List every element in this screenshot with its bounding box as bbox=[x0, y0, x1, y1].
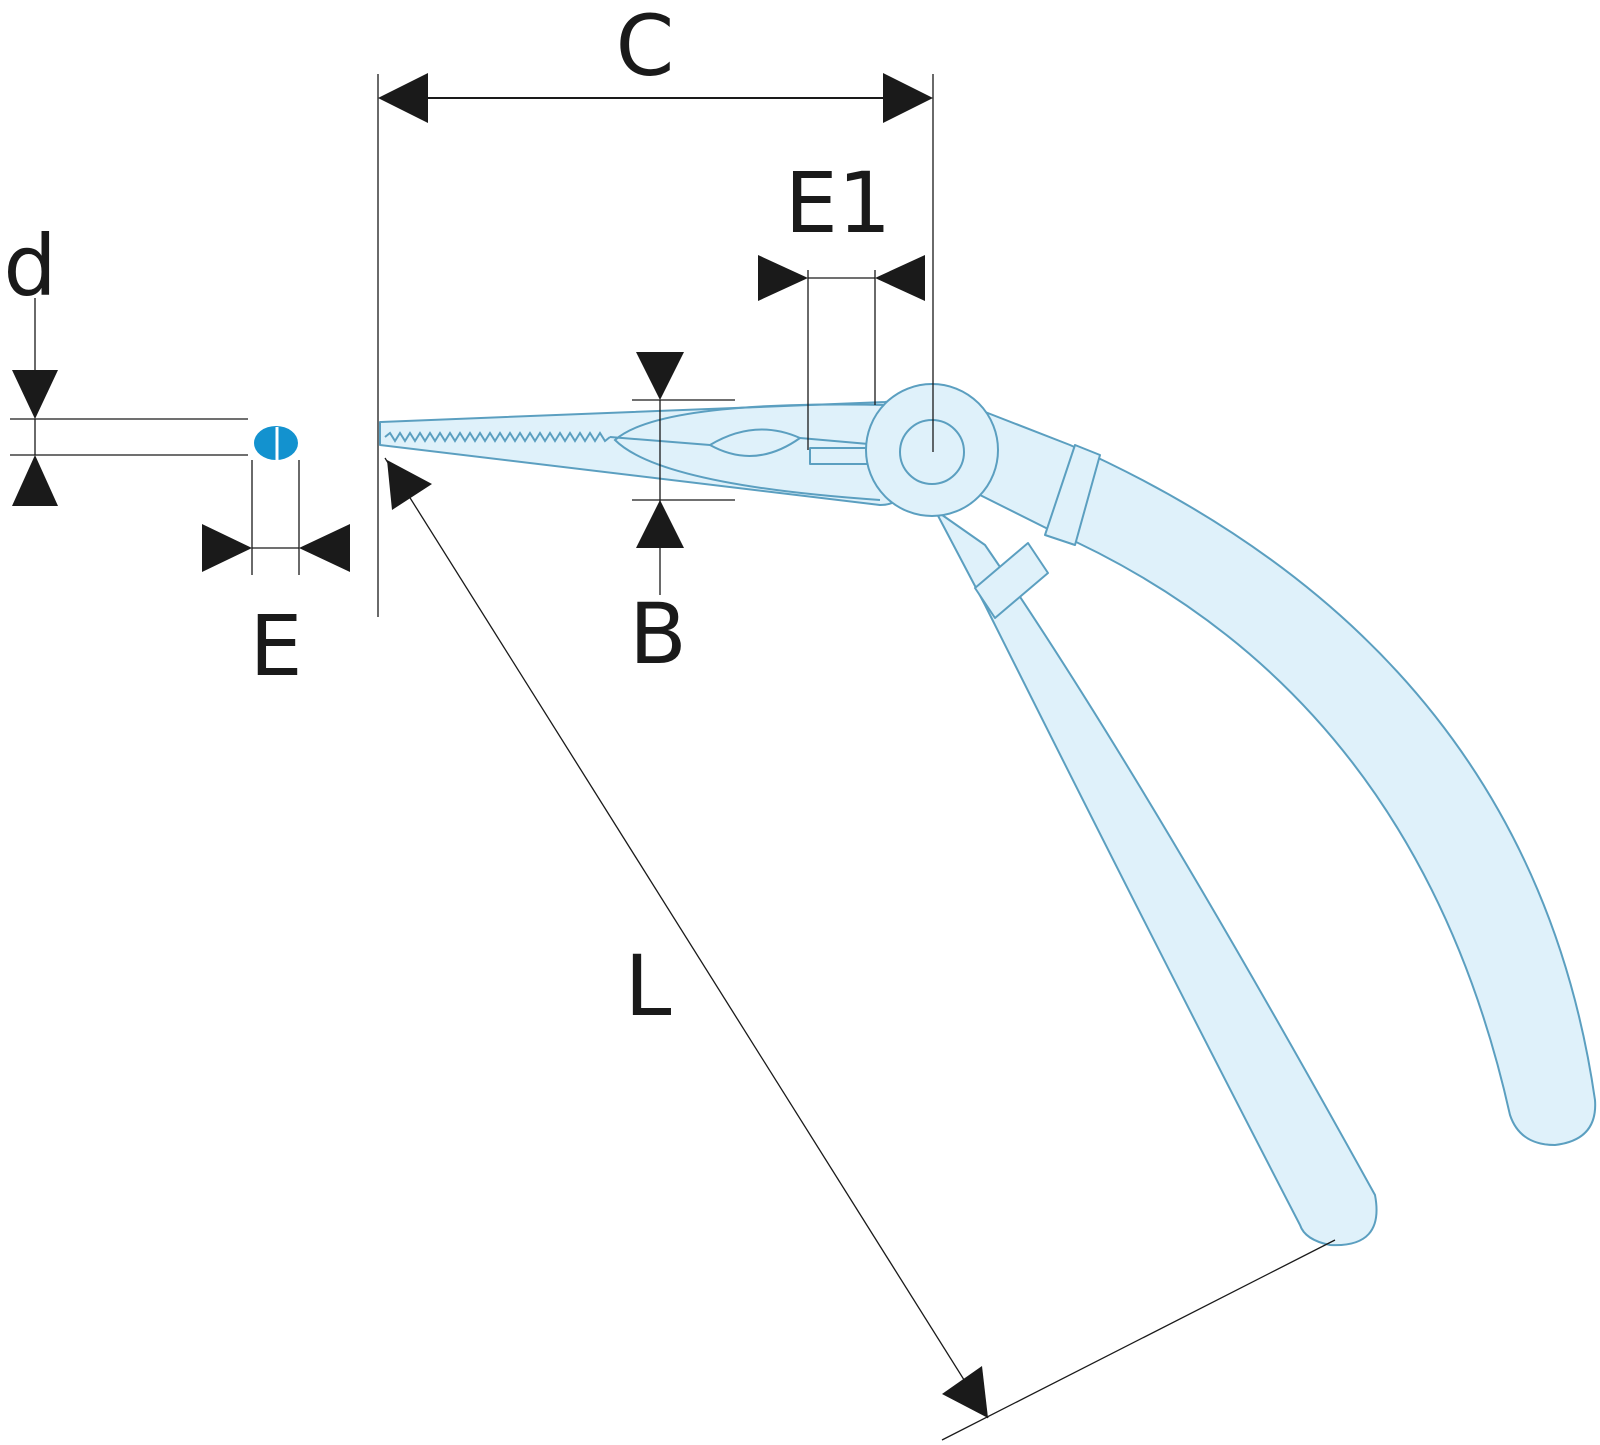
e1-arrow-left bbox=[758, 255, 808, 301]
dimension-b: B bbox=[629, 352, 735, 683]
label-e: E bbox=[249, 597, 302, 695]
tip-cross-section bbox=[254, 426, 298, 460]
e1-arrow-right bbox=[875, 255, 925, 301]
jaw-oval-grip bbox=[707, 428, 803, 457]
c-arrow-right bbox=[883, 73, 933, 123]
jaw-inner-outline bbox=[613, 403, 891, 501]
d-arrow-down bbox=[12, 370, 58, 419]
lower-handle bbox=[934, 509, 1378, 1247]
d-arrow-up bbox=[12, 455, 58, 506]
pivot-rivet bbox=[899, 419, 965, 485]
lower-handle-collar bbox=[974, 542, 1049, 619]
label-c: C bbox=[616, 0, 675, 95]
pliers-drawing bbox=[379, 383, 1597, 1247]
dimension-l: L bbox=[384, 457, 1336, 1441]
label-b: B bbox=[629, 585, 687, 683]
jaw-serration bbox=[384, 431, 611, 443]
b-arrow-down bbox=[636, 352, 684, 400]
dimension-d: d bbox=[3, 217, 248, 506]
upper-handle bbox=[969, 409, 1597, 1146]
dimension-e: E bbox=[202, 460, 350, 695]
label-d: d bbox=[3, 217, 56, 315]
c-arrow-left bbox=[378, 73, 428, 123]
label-e1: E1 bbox=[785, 154, 892, 252]
label-l: L bbox=[625, 937, 672, 1035]
e-arrow-right bbox=[299, 524, 350, 572]
l-arrow-top bbox=[387, 460, 432, 510]
e-arrow-left bbox=[202, 524, 252, 572]
b-arrow-up bbox=[636, 500, 684, 548]
dimension-e1: E1 bbox=[758, 154, 925, 450]
l-arrow-bottom bbox=[942, 1366, 988, 1418]
upper-handle-collar bbox=[1044, 444, 1101, 546]
dimension-c: C bbox=[377, 0, 934, 617]
